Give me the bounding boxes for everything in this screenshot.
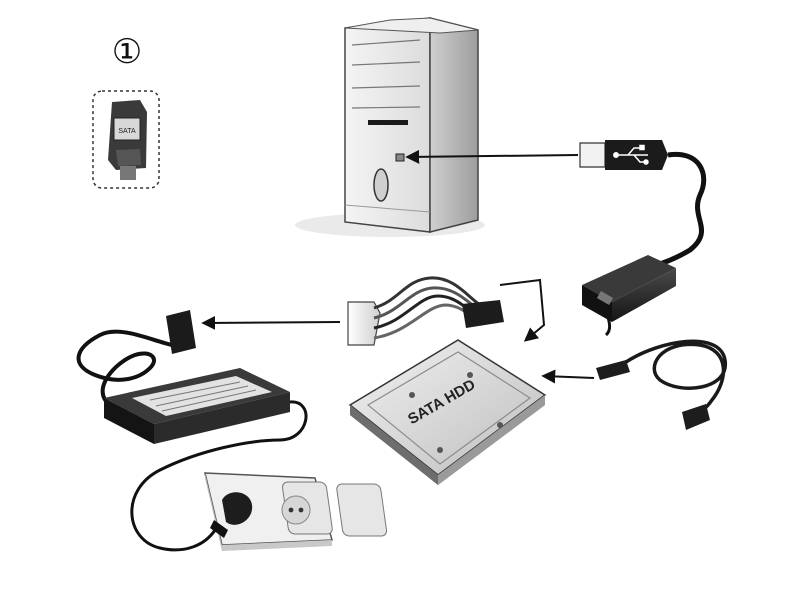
sata-power-plug-icon <box>462 300 504 328</box>
power-button-icon <box>373 168 389 202</box>
usb-port <box>395 153 405 162</box>
callout-connector-label: SATA <box>118 128 136 135</box>
callout-sata-connector: ① SATA <box>92 32 160 189</box>
pc-tower <box>295 17 485 237</box>
callout-number: ① <box>112 32 142 72</box>
usb-cable <box>405 140 707 271</box>
sata-hdd: SATA HDD <box>348 339 547 485</box>
usb-trident-icon <box>613 144 649 165</box>
power-adapter <box>76 310 308 552</box>
usb-to-sata-adapter <box>582 255 676 337</box>
sata-plug-icon <box>108 100 147 180</box>
sata-data-cable <box>541 339 727 430</box>
plug-icon <box>222 492 253 525</box>
wall-outlet <box>204 472 388 551</box>
callout-dashed-box <box>92 90 160 189</box>
power-splitter-cable <box>201 276 546 346</box>
socket-icon <box>281 495 311 525</box>
molex-connector-icon <box>347 301 381 346</box>
